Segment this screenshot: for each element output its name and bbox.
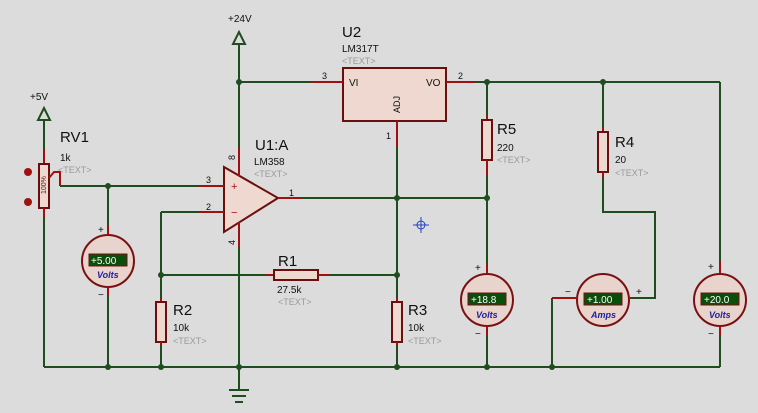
u1-minus-sign: − [231,207,237,219]
am1-unit: Amps [590,310,616,320]
power-arrow-icon [231,29,247,45]
rv1-ref: RV1 [60,129,89,146]
resistor-r5[interactable]: R5 220 <TEXT> [481,115,531,176]
r5-value: 220 [497,143,514,154]
u2-pin2: 2 [458,71,463,81]
u1-body [223,165,280,234]
power-24v-label: +24V [228,14,252,25]
r3-ref: R3 [408,302,427,319]
u1-value: LM358 [254,157,285,168]
u1-pin4: 4 [227,240,237,245]
vm3-reading: +20.0 [704,295,730,306]
resistor-r1[interactable]: R1 27.5k <TEXT> [265,253,330,307]
resistor-r2[interactable]: R2 10k <TEXT> [155,298,207,346]
regulator-u2[interactable]: VI VO ADJ 3 2 1 U2 LM317T <TEXT> [312,24,475,148]
u1-text: <TEXT> [254,169,288,179]
r2-text: <TEXT> [173,336,207,346]
r3-text: <TEXT> [408,336,442,346]
r5-text: <TEXT> [497,155,531,165]
u1-pin2: 2 [206,202,211,212]
power-arrow-icon [36,105,52,121]
vm2-plus: + [475,263,481,274]
am1-plus: + [636,287,642,298]
power-24v[interactable]: +24V [228,14,252,45]
u1-pin8: 8 [227,155,237,160]
u1-pin3: 3 [206,175,211,185]
u2-text: <TEXT> [342,56,376,66]
rv1-decrease-button[interactable] [24,198,32,206]
r1-text: <TEXT> [278,297,312,307]
u2-vo-label: VO [426,78,441,89]
vm1-reading: +5.00 [91,256,117,267]
r4-text: <TEXT> [615,168,649,178]
vm1-unit: Volts [97,270,119,280]
ammeter-am1[interactable]: +1.00 Amps − + [552,273,642,327]
am1-minus: − [565,287,571,298]
u2-value: LM317T [342,44,379,55]
am1-reading: +1.00 [587,295,613,306]
u2-ref: U2 [342,24,361,41]
power-5v-label: +5V [30,92,48,103]
opamp-u1[interactable]: + − 3 2 1 8 4 U1:A LM358 <TEXT> [200,137,302,248]
r2-ref: R2 [173,302,192,319]
r1-value: 27.5k [277,285,302,296]
voltmeter-vm2[interactable]: +18.8 Volts + − [460,263,514,340]
resistor-r4[interactable]: R4 20 <TEXT> [597,128,649,178]
power-5v[interactable]: +5V [30,92,52,121]
junction-dots [105,79,606,370]
vm3-plus: + [708,262,714,273]
potentiometer-rv1[interactable]: 100% RV1 1k <TEXT> [24,129,92,218]
rv1-knob-label: 100% [41,176,48,194]
r3-value: 10k [408,323,425,334]
rv1-value: 1k [60,153,72,164]
u2-adj-label: ADJ [392,96,402,113]
vm2-reading: +18.8 [471,295,497,306]
u2-pin3: 3 [322,71,327,81]
r5-ref: R5 [497,121,516,138]
u2-vi-label: VI [349,78,358,89]
vm3-unit: Volts [709,310,731,320]
resistor-r3[interactable]: R3 10k <TEXT> [391,298,442,346]
rv1-text: <TEXT> [58,165,92,175]
voltmeter-vm3[interactable]: +20.0 Volts + − [693,262,747,340]
rv1-increase-button[interactable] [24,168,32,176]
vm3-minus: − [708,329,714,340]
voltmeter-vm1[interactable]: +5.00 Volts + − [81,225,135,301]
u1-pin1: 1 [289,188,294,198]
vm1-minus: − [98,290,104,301]
vm1-plus: + [98,225,104,236]
vm2-minus: − [475,329,481,340]
ground-icon[interactable] [229,389,249,403]
u1-plus-sign: + [231,181,237,193]
vm2-unit: Volts [476,310,498,320]
u2-body [342,67,447,122]
u1-ref: U1:A [255,137,288,154]
u2-pin1: 1 [386,131,391,141]
r4-ref: R4 [615,134,634,151]
r4-value: 20 [615,155,627,166]
crosshair-cursor-icon [413,217,429,233]
r2-value: 10k [173,323,190,334]
r1-ref: R1 [278,253,297,270]
